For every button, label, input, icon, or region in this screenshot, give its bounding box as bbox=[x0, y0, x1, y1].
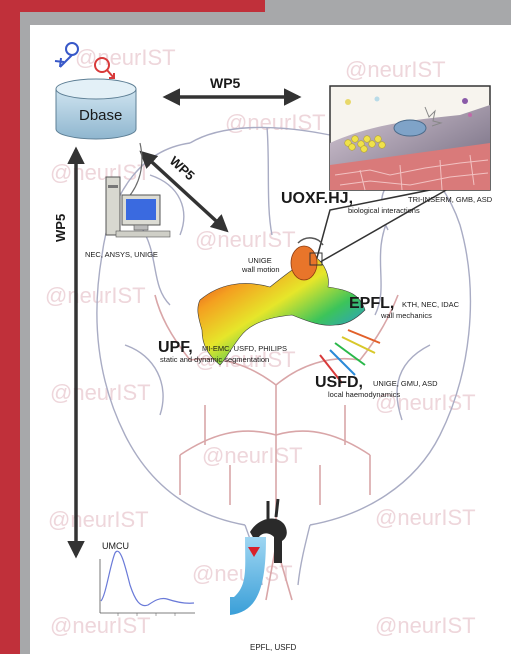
wp5-label-vertical: WP5 bbox=[53, 214, 68, 242]
epfl-wall-partners: KTH, NEC, IDAC bbox=[402, 300, 460, 309]
usfd-task: local haemodynamics bbox=[328, 390, 400, 399]
usfd-name: USFD, bbox=[315, 374, 363, 391]
watermark-text: @neurIST bbox=[345, 57, 446, 82]
left-gray-band bbox=[20, 12, 30, 654]
watermark-text: @neurIST bbox=[202, 443, 303, 468]
watermark-text: @neurIST bbox=[375, 505, 476, 530]
workstation-icon bbox=[106, 177, 170, 237]
watermark-text: @neurIST bbox=[48, 507, 149, 532]
bottom-caption: EPFL, USFD bbox=[250, 643, 296, 652]
unige-name: UNIGE bbox=[248, 256, 272, 265]
uoxf-task: biological interactions bbox=[348, 206, 420, 215]
upf-partners: MI-EMC, USFD, PHILIPS bbox=[202, 344, 287, 353]
upf-task: static and dynamic segmentation bbox=[160, 355, 269, 364]
umcu-label: UMCU bbox=[102, 541, 129, 551]
top-red-band bbox=[0, 0, 265, 12]
left-red-band bbox=[0, 0, 20, 654]
top-gray-band-inner bbox=[20, 12, 511, 25]
wp5-label-top: WP5 bbox=[210, 75, 241, 91]
workstation-caption: NEC, ANSYS, UNIGE bbox=[85, 250, 158, 259]
unige-task: wall motion bbox=[241, 265, 280, 274]
watermark-text: @neurIST bbox=[50, 380, 151, 405]
umcu-waveform-plot bbox=[100, 551, 195, 616]
epfl-wall-name: EPFL, bbox=[349, 295, 394, 312]
epfl-wall-task: wall mechanics bbox=[380, 311, 432, 320]
neurist-workflow-diagram: @neurIST @neurIST @neurIST @neurIST @neu… bbox=[30, 25, 511, 654]
watermark-text: @neurIST bbox=[50, 613, 151, 638]
watermark-text: @neurIST bbox=[375, 613, 476, 638]
watermark-text: @neurIST bbox=[75, 45, 176, 70]
uoxf-name: UOXF.HJ, bbox=[281, 190, 353, 207]
watermark-text: @neurIST bbox=[45, 283, 146, 308]
usfd-partners: UNIGE, GMU, ASD bbox=[373, 379, 438, 388]
dbase-label: Dbase bbox=[79, 107, 122, 124]
watermark-text: @neurIST bbox=[192, 561, 293, 586]
watermark-text: @neurIST bbox=[195, 227, 296, 252]
upf-name: UPF, bbox=[158, 339, 193, 356]
uoxf-partners: TRI-INSERM, GMB, ASD bbox=[408, 195, 493, 204]
